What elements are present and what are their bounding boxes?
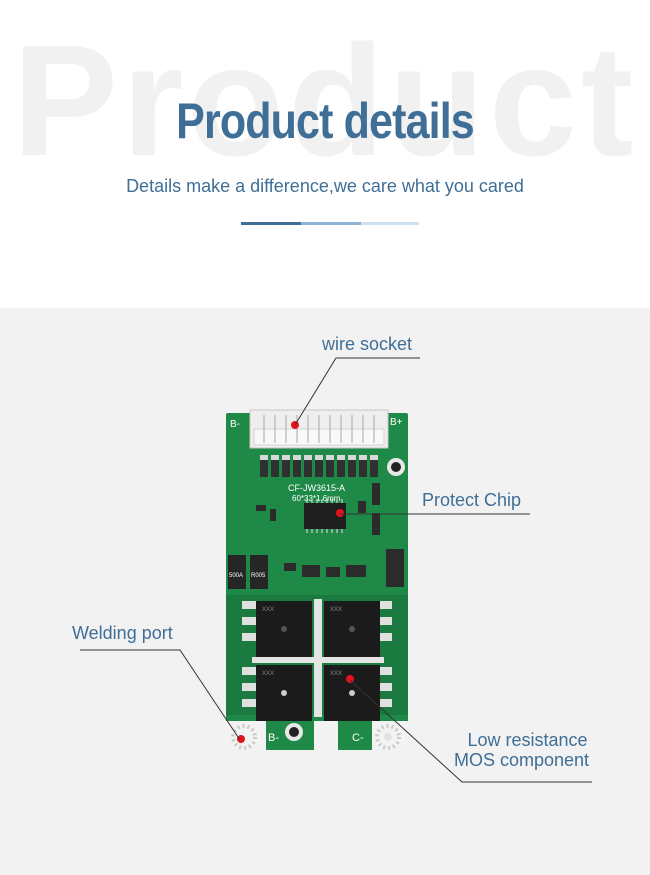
marker-dot-socket <box>291 421 299 429</box>
page-title: Product details <box>176 93 475 149</box>
mos-code: XXX <box>262 671 274 677</box>
title-divider-segment <box>361 222 419 225</box>
callout-protect-chip: Protect Chip <box>422 490 522 510</box>
header-section: Product Product details Details make a d… <box>0 0 650 308</box>
page-subtitle: Details make a difference,we care what y… <box>126 176 524 196</box>
resistor-label: R005 <box>251 573 266 579</box>
shunt-resistor <box>228 555 246 589</box>
mos-code: XXX <box>330 671 342 677</box>
resistor-label: 500A <box>229 573 243 579</box>
callout-mos-line2: MOS component <box>454 750 590 771</box>
marker-dot-mos <box>346 675 354 683</box>
board-label-b-minus: B- <box>230 419 240 430</box>
pcb-board-image: B- B+ CF-JW3615-A 60*33*1.6mm <box>226 409 408 751</box>
mos-code: XXX <box>262 607 274 613</box>
callout-welding-port: Welding port <box>72 623 173 643</box>
watermark-text: Product <box>12 13 638 189</box>
title-divider-segment <box>301 222 361 225</box>
mos-code: XXX <box>330 607 342 613</box>
callout-mos-component: Low resistance MOS component <box>454 730 589 770</box>
marker-dot-chip <box>336 509 344 517</box>
callout-mos-line1: Low resistance <box>467 730 588 750</box>
board-size-text: 60*33*1.6mm <box>292 494 341 503</box>
callout-wire-socket: wire socket <box>322 334 413 354</box>
title-divider-segment <box>241 222 301 225</box>
shunt-resistor <box>250 555 268 589</box>
port-label-b: B- <box>268 732 279 744</box>
welding-pad <box>314 721 338 751</box>
port-label-c: C- <box>352 732 364 744</box>
board-label-b-plus: B+ <box>390 417 403 428</box>
board-model-text: CF-JW3615-A <box>288 483 345 493</box>
mos-component-group: XXX XXX XXX XXX <box>242 599 392 721</box>
marker-dot-welding <box>237 735 245 743</box>
